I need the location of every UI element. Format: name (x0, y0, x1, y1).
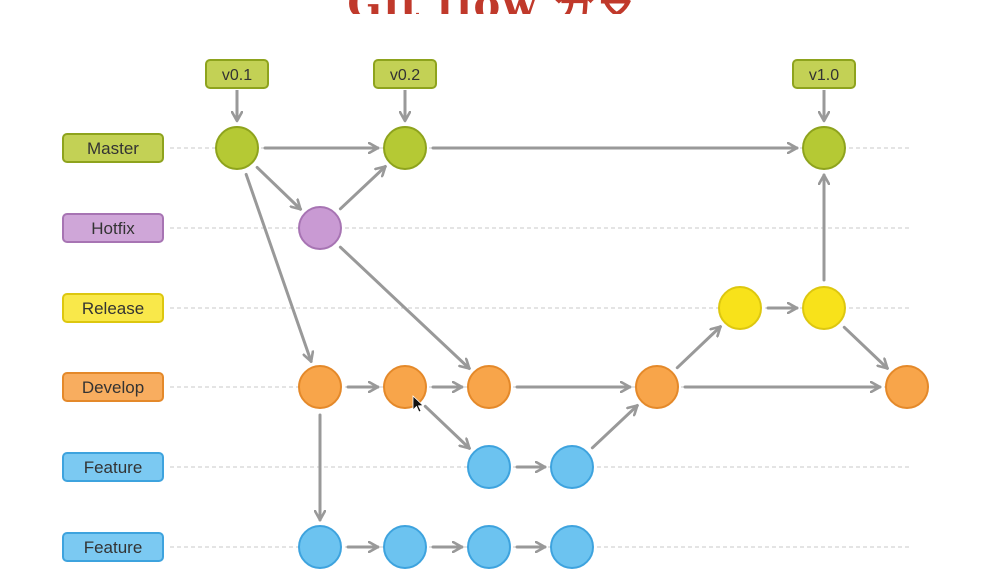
arrow-fa2-to-d4 (590, 404, 639, 450)
commit-arrows (244, 148, 889, 547)
branch-label-develop: Develop (62, 372, 164, 402)
branch-label-box (62, 452, 164, 482)
commit-node-d4 (635, 365, 679, 409)
version-tag-text: v0.2 (390, 67, 420, 84)
commit-node-fb2 (383, 525, 427, 569)
commit-node-r2 (802, 286, 846, 330)
branch-label-feature1: Feature (62, 452, 164, 482)
page-title: Git flow 分支 (0, 0, 986, 14)
branch-label-box (62, 293, 164, 323)
version-tag-v0.2: v0.2 (373, 59, 437, 121)
mouse-cursor-icon (412, 395, 424, 413)
commit-node-d2 (383, 365, 427, 409)
arrow-r2-to-d5 (842, 325, 889, 370)
commit-node-d5 (885, 365, 929, 409)
branch-label-text: Master (87, 139, 139, 158)
version-tag-box (205, 59, 269, 89)
branch-label-box (62, 213, 164, 243)
version-tag-text: v0.1 (222, 67, 252, 84)
arrow-h1-to-d3 (338, 245, 471, 370)
commit-node-d3 (467, 365, 511, 409)
commit-node-m2 (383, 126, 427, 170)
arrow-m1-to-d1 (244, 172, 311, 363)
commit-node-fb1 (298, 525, 342, 569)
branch-label-hotfix: Hotfix (62, 213, 164, 243)
commit-node-d1 (298, 365, 342, 409)
branch-label-box (62, 372, 164, 402)
commit-node-fa1 (467, 445, 511, 489)
version-tag-box (373, 59, 437, 89)
branch-label-text: Develop (82, 378, 144, 397)
commit-node-fb3 (467, 525, 511, 569)
branch-label-text: Hotfix (91, 219, 135, 238)
branch-label-text: Feature (84, 458, 143, 477)
arrow-m1-to-h1 (255, 165, 303, 211)
version-tag-v1.0: v1.0 (792, 59, 856, 121)
title-clip: Git flow 分支 (0, 0, 986, 14)
arrow-h1-to-m2 (338, 165, 387, 211)
version-tag-v0.1: v0.1 (205, 59, 269, 121)
guide-lines (170, 147, 910, 548)
branch-label-text: Feature (84, 538, 143, 557)
version-tag-text: v1.0 (809, 67, 839, 84)
version-tags: v0.1 v0.2 v1.0 (205, 59, 856, 121)
commit-node-fb4 (550, 525, 594, 569)
commit-node-fa2 (550, 445, 594, 489)
branch-label-box (62, 133, 164, 163)
branch-label-feature2: Feature (62, 532, 164, 562)
version-tag-box (792, 59, 856, 89)
branch-label-master: Master (62, 133, 164, 163)
commit-node-m3 (802, 126, 846, 170)
commit-nodes (215, 126, 929, 569)
branch-label-text: Release (82, 299, 144, 318)
commit-node-m1 (215, 126, 259, 170)
commit-node-h1 (298, 206, 342, 250)
arrow-d2-to-fa1 (423, 404, 471, 450)
branch-label-release: Release (62, 293, 164, 323)
commit-node-r1 (718, 286, 762, 330)
branch-label-box (62, 532, 164, 562)
arrow-d4-to-r1 (675, 325, 722, 370)
